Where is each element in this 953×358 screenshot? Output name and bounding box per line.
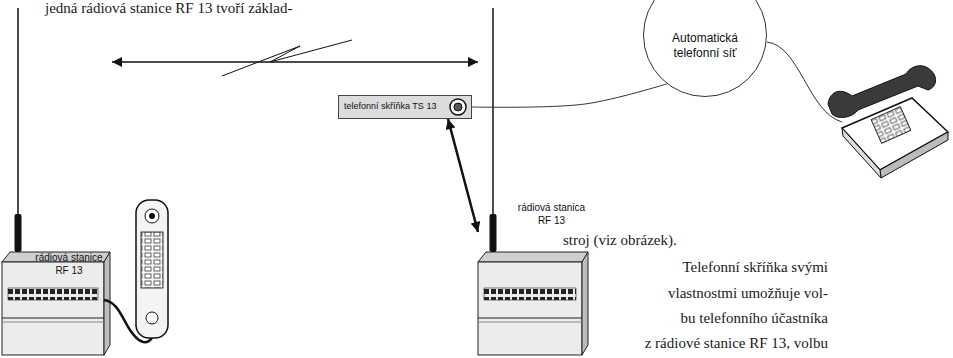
text-line-box: bu telefonního účastníka — [681, 309, 828, 327]
radio-station-drawing — [478, 8, 588, 355]
text-line-box: Telefonní skříňka svými — [682, 258, 828, 276]
document-text: z rádiové stanice RF 13, volbu — [645, 335, 828, 351]
telephone-drawing — [828, 66, 948, 178]
text-line-box: z rádiové stanice RF 13, volbu — [645, 334, 828, 352]
text-line-box: vlastnostmi umožňuje vol- — [668, 284, 828, 302]
text-line-box: stroj (viz obrázek). — [563, 231, 677, 249]
double-arrow — [112, 61, 478, 62]
document-text: vlastnostmi umožňuje vol- — [668, 285, 828, 301]
station-label: rádiová stanica RF 13 — [514, 202, 589, 227]
radio-link-zigzag — [222, 40, 352, 76]
document-text: Telefonní skříňka svými — [682, 259, 828, 275]
telephone-line — [472, 84, 667, 107]
handset-drawing — [104, 200, 168, 342]
double-arrow — [448, 119, 478, 232]
station-label: rádiová stanice RF 13 — [30, 252, 108, 277]
box-label: telefonní skříňka TS 13 — [344, 101, 436, 112]
radio-station: rádiová stanice RF 13 — [2, 8, 112, 355]
telephone-box: telefonní skříňka TS 13 — [338, 95, 472, 119]
radio-station: rádiová stanica RF 13 — [478, 8, 590, 355]
document-text: jedná rádiová stanice RF 13 tvoří základ… — [45, 0, 292, 16]
document-text: stroj (viz obrázek). — [563, 232, 677, 248]
radio-station-drawing — [2, 8, 110, 355]
text-line-box: jedná rádiová stanice RF 13 tvoří základ… — [45, 0, 292, 17]
network-circle: Automatická telefonní síť — [643, 0, 767, 97]
network-label: Automatická telefonní síť — [663, 31, 747, 61]
document-text: bu telefonního účastníka — [681, 310, 828, 326]
